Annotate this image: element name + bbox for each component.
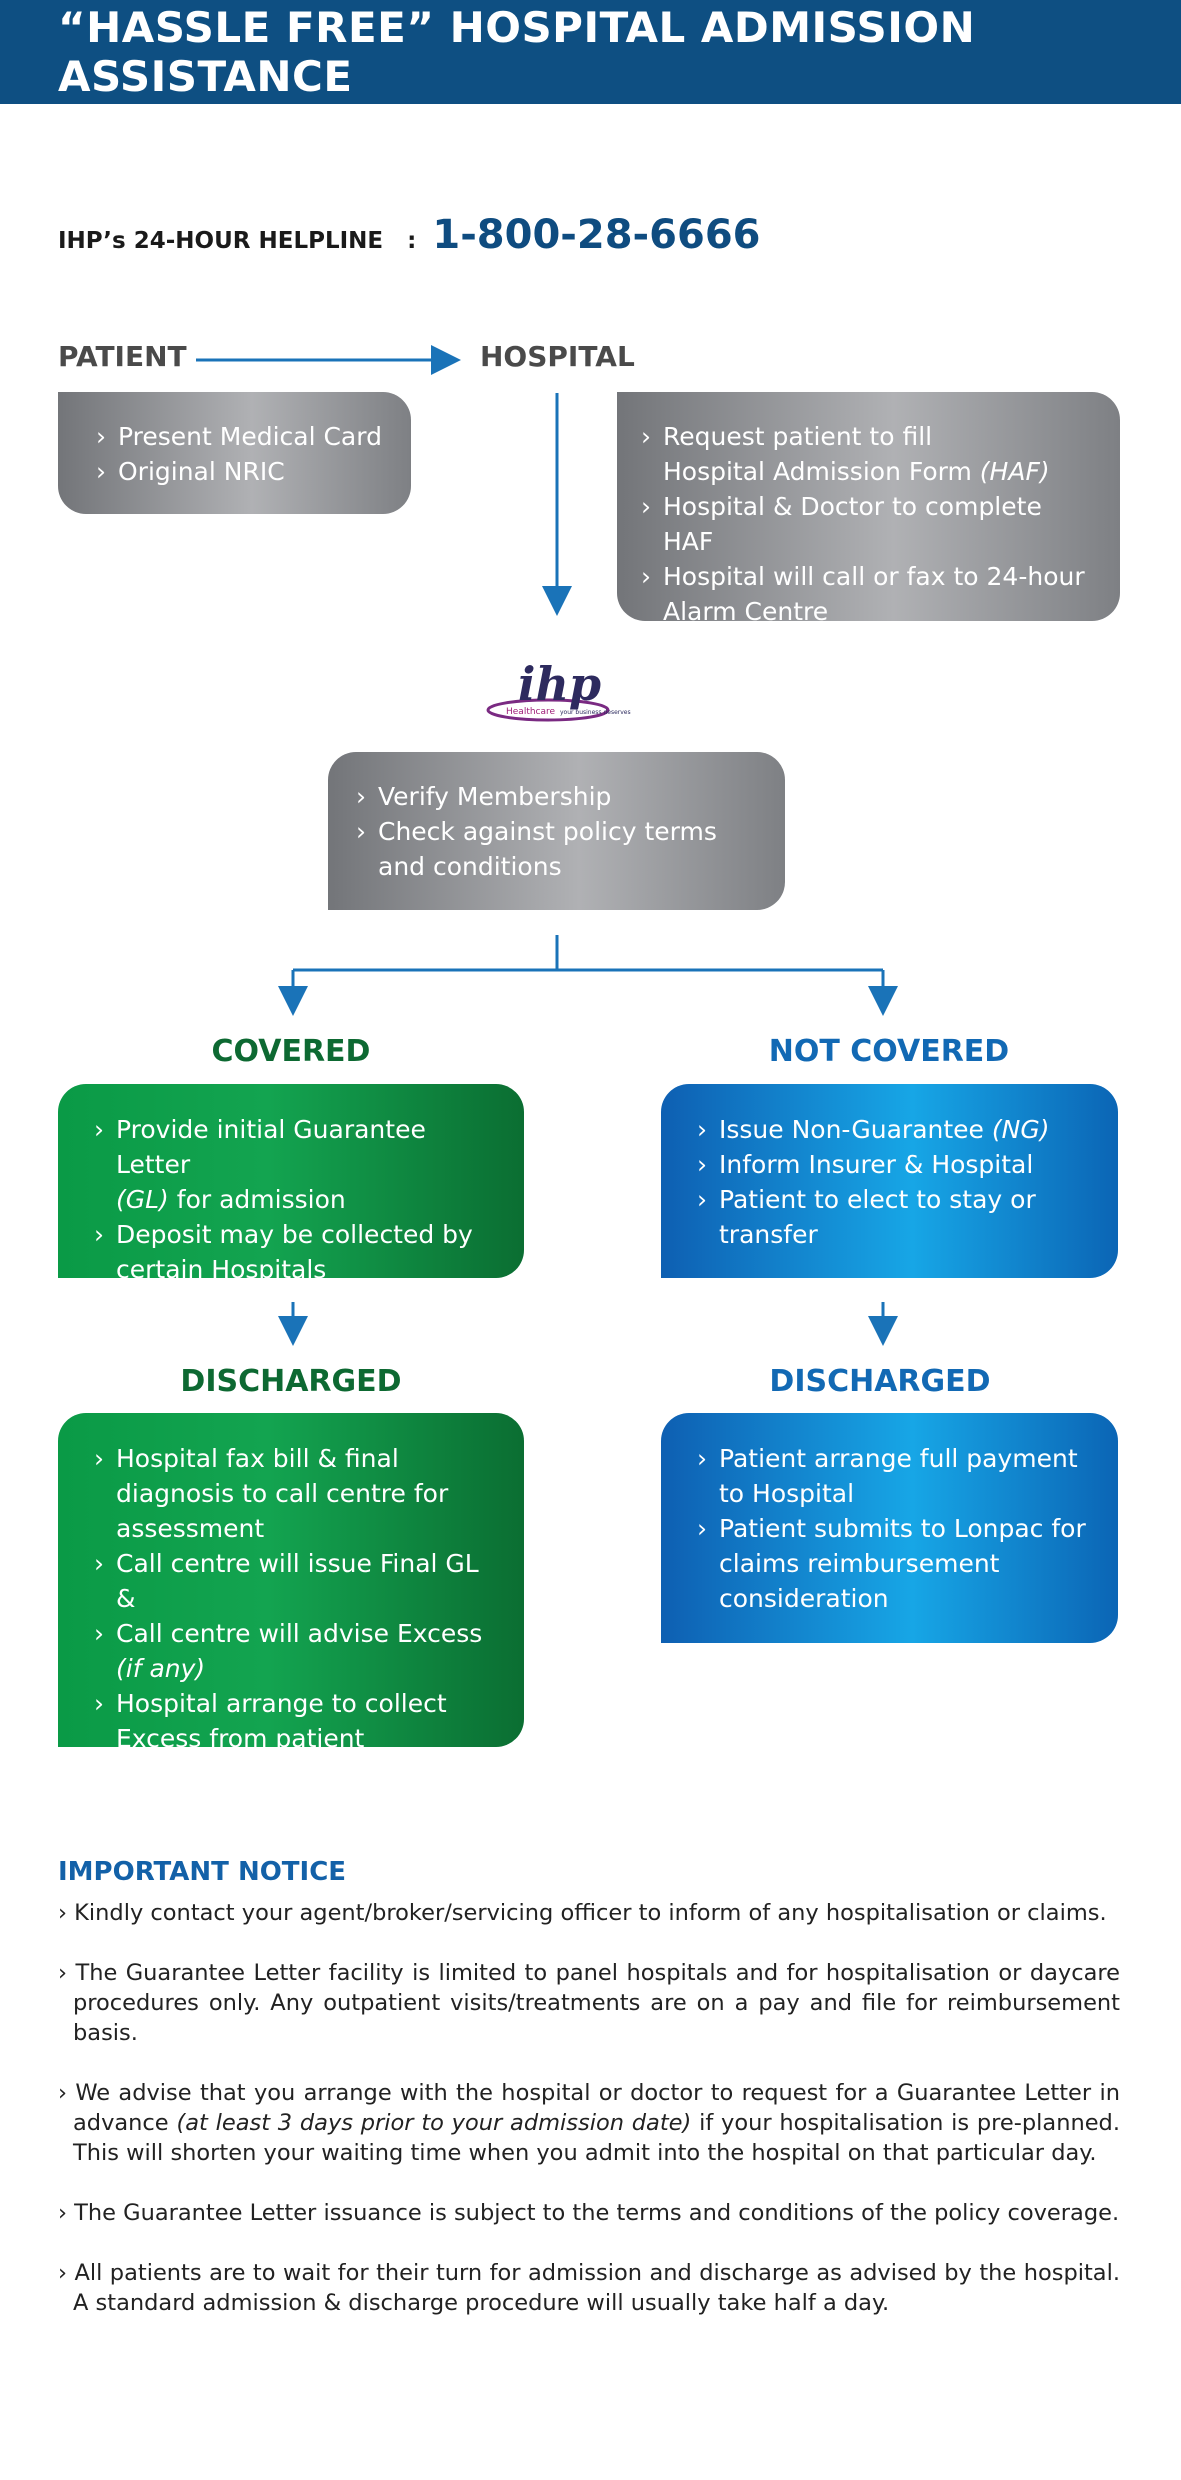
notice-paragraph: › All patients are to wait for their tur… [58,2260,1120,2316]
covered-item: Provide initial Guarantee Letter (GL) fo… [94,1112,504,1217]
notice-body: › Kindly contact your agent/broker/servi… [58,1898,1120,2348]
verify-item: Verify Membership [356,779,765,814]
notice-text: if your hospitalisation is pre-planned. … [73,2110,1120,2166]
discharged-not-covered-box: Patient arrange full payment to Hospital… [661,1413,1118,1643]
notice-em: (at least 3 days prior to your admission… [176,2110,692,2136]
covered-item: Deposit may be collected by certain Hosp… [94,1217,504,1287]
not-covered-item: Issue Non-Guarantee (NG) [697,1112,1098,1147]
verify-item: Check against policy terms and condition… [356,814,765,884]
discharged-not-covered-item: Patient submits to Lonpac for claims rei… [697,1511,1098,1616]
helpline-number[interactable]: 1-800-28-6666 [432,212,761,258]
helpline: IHP’s 24-HOUR HELPLINE : 1-800-28-6666 [58,212,760,258]
discharged-covered-box: Hospital fax bill & final diagnosis to c… [58,1413,524,1753]
hospital-item-em: (HAF) [979,457,1050,486]
notice-text: › We advise that you arrange with the ho… [58,2080,1120,2136]
notice-paragraph: › The Guarantee Letter issuance is subje… [58,2200,1120,2226]
patient-item: Original NRIC [96,454,391,489]
covered-item-em: (GL) [116,1185,169,1214]
not-covered-item-text: Issue Non-Guarantee [719,1115,984,1144]
hospital-box: Request patient to fill Hospital Admissi… [617,392,1120,626]
discharged-covered-item: Call centre will advise Excess (if any) [94,1616,504,1686]
not-covered-item: Patient to elect to stay or transfer [697,1182,1098,1252]
patient-box: Present Medical Card Original NRIC [58,392,411,514]
not-covered-title: NOT COVERED [768,1034,1010,1069]
discharged-covered-item: Hospital arrange to collect Excess from … [94,1686,504,1756]
hospital-item-text: Hospital Admission Form [663,457,972,486]
covered-title: COVERED [211,1034,371,1069]
notice-paragraph: › Kindly contact your agent/broker/servi… [58,1900,1107,1926]
discharged-not-covered-title: DISCHARGED [769,1364,991,1399]
notice-paragraph: › We advise that you arrange with the ho… [58,2078,1120,2168]
covered-item-text: Provide initial Guarantee Letter [116,1115,426,1179]
covered-item-text: for admission [176,1185,346,1214]
discharged-covered-item-em: (if any) [116,1654,206,1683]
logo-main: ihp [518,657,601,711]
discharged-covered-item-text: Call centre will advise Excess [116,1619,483,1648]
ihp-logo: ihp Healthcare your business deserves [478,640,638,730]
not-covered-item-em: (NG) [991,1115,1050,1144]
hospital-label: HOSPITAL [480,340,635,373]
hospital-item-text: Request patient to fill [663,422,933,451]
hospital-item: Request patient to fill Hospital Admissi… [641,419,1100,489]
verify-box: Verify Membership Check against policy t… [328,752,785,910]
covered-box: Provide initial Guarantee Letter (GL) fo… [58,1084,524,1284]
logo-sub-left: Healthcare [506,707,556,717]
patient-label: PATIENT [58,340,187,373]
discharged-covered-item: Hospital fax bill & final diagnosis to c… [94,1441,504,1546]
helpline-label: IHP’s 24-HOUR HELPLINE : [58,228,417,254]
discharged-covered-item: Call centre will issue Final GL & [94,1546,504,1616]
notice-title: IMPORTANT NOTICE [58,1857,347,1887]
not-covered-item: Inform Insurer & Hospital [697,1147,1098,1182]
discharged-covered-title: DISCHARGED [180,1364,402,1399]
notice-paragraph: › The Guarantee Letter facility is limit… [58,1960,1120,2046]
logo-sub-right: your business deserves [560,709,631,716]
page-title: “HASSLE FREE” HOSPITAL ADMISSION ASSISTA… [58,3,976,101]
hospital-item: Hospital will call or fax to 24-hour Ala… [641,559,1100,629]
discharged-not-covered-item: Patient arrange full payment to Hospital [697,1441,1098,1511]
hospital-item: Hospital & Doctor to complete HAF [641,489,1100,559]
patient-item: Present Medical Card [96,419,391,454]
not-covered-box: Issue Non-Guarantee (NG) Inform Insurer … [661,1084,1118,1278]
page-header: “HASSLE FREE” HOSPITAL ADMISSION ASSISTA… [0,0,1181,104]
